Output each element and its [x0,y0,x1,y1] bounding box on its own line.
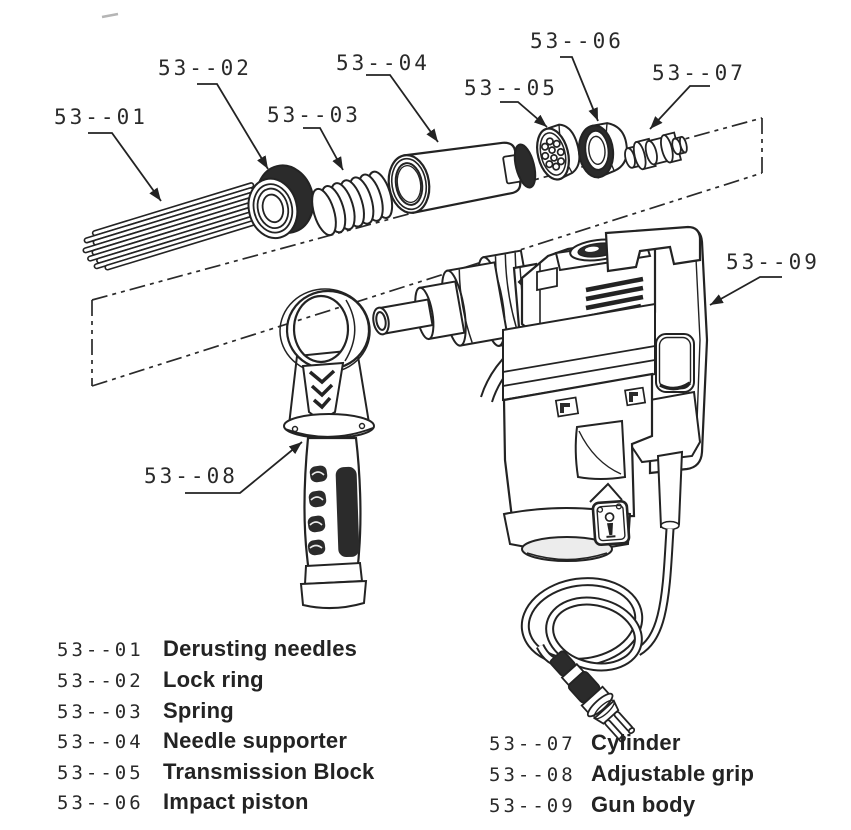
leader-53-05 [500,101,548,128]
legend-name: Needle supporter [163,728,348,753]
callout-53-06: 53--06 [530,29,624,53]
leader-53-07 [649,85,710,130]
legend-name: Adjustable grip [591,761,755,786]
transmission-block-drawing [513,123,581,189]
leader-lines [88,56,782,494]
legend-row: 53--07 Cylinder [489,730,681,756]
grip-pads [307,465,360,558]
legend-code: 53--09 [489,795,576,817]
legend-row: 53--05 Transmission Block [57,759,374,785]
callout-53-05: 53--05 [464,76,558,100]
gun-body-drawing [372,225,709,743]
switch-plate [591,499,631,547]
legend-code: 53--04 [57,731,144,753]
legend-code: 53--03 [57,701,144,723]
leader-53-03 [303,127,344,171]
legend-code: 53--02 [57,670,144,692]
legend-name: Spring [163,698,234,723]
legend-name: Impact piston [163,789,309,814]
leader-53-04 [366,74,439,143]
leader-53-02 [197,83,269,170]
callout-53-01: 53--01 [54,105,148,129]
legend-code: 53--05 [57,762,144,784]
lock-ring-drawing [247,164,315,240]
leader-53-08 [185,441,303,494]
legend-row: 53--04 Needle supporter [57,728,347,754]
legend-row: 53--01 Derusting needles [57,636,357,662]
power-plug [549,650,636,743]
callout-53-03: 53--03 [267,103,361,127]
leader-53-09 [709,276,782,306]
legend-row: 53--09 Gun body [489,792,695,818]
impact-piston-drawing [577,122,628,179]
legend-code: 53--06 [57,792,144,814]
leader-53-06 [560,56,599,122]
legend-name: Transmission Block [163,759,375,784]
legend-row: 53--06 Impact piston [57,789,309,815]
callout-53-07: 53--07 [652,61,746,85]
legend-name: Derusting needles [163,636,358,661]
spring-drawing [311,170,394,237]
legend-row: 53--03 Spring [57,698,234,724]
power-cord [520,528,675,672]
scan-artifact [101,12,119,19]
legend-code: 53--08 [489,764,576,786]
legend-name: Lock ring [163,667,264,692]
callout-53-09: 53--09 [726,250,820,274]
legend-code: 53--07 [489,733,576,755]
adjustable-grip-drawing [279,288,375,609]
legend-row: 53--08 Adjustable grip [489,761,754,787]
cylinder-drawing [624,131,688,171]
callout-53-02: 53--02 [158,56,252,80]
leader-53-01 [88,132,162,202]
legend-name: Gun body [591,792,696,817]
needle-supporter-drawing [387,141,522,214]
legend-row: 53--02 Lock ring [57,667,264,693]
legend-code: 53--01 [57,639,144,661]
callout-53-04: 53--04 [336,51,430,75]
callout-53-08: 53--08 [144,464,238,488]
legend-name: Cylinder [591,730,681,755]
